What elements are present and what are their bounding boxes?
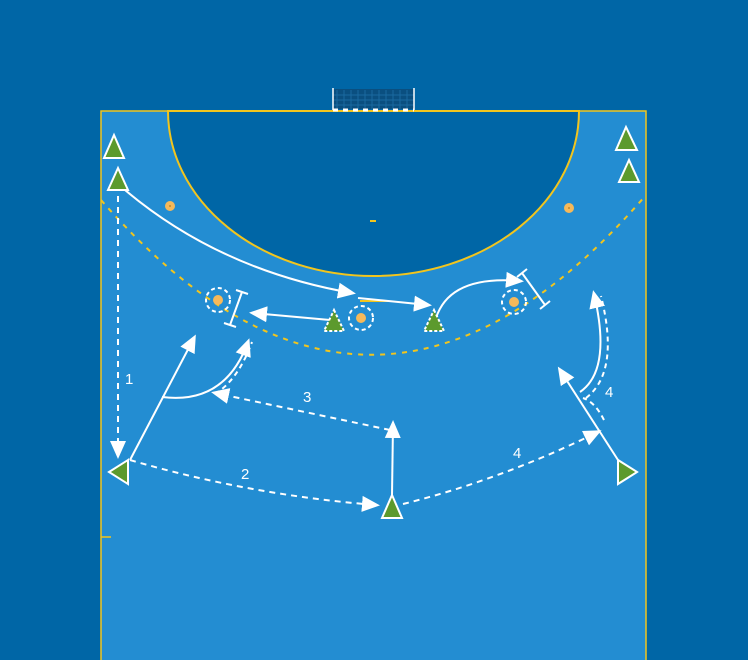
player-triangle (106, 165, 130, 191)
pass-arrow-3 (211, 388, 391, 431)
ball-held (205, 287, 231, 313)
player-triangle-dashed (322, 307, 346, 332)
goal-area (166, 110, 581, 277)
player-triangle (107, 458, 129, 486)
phase-label: 4 (605, 384, 613, 401)
goal (332, 88, 415, 112)
balls (165, 201, 574, 331)
ball-held (348, 305, 374, 331)
pass-arrow (357, 295, 432, 312)
ball-held (501, 289, 527, 315)
phase-label: 3 (303, 389, 311, 406)
player-triangle-dashed (422, 307, 446, 332)
players (102, 124, 641, 519)
free-throw-line (100, 194, 647, 356)
pass-arrow (124, 189, 356, 299)
ball (564, 203, 574, 213)
dribble-arrow (214, 341, 253, 395)
phase-label: 2 (241, 466, 249, 483)
run-arrow (161, 338, 251, 399)
player-triangle (614, 124, 639, 151)
run-arrow (384, 420, 401, 496)
block-symbol (516, 268, 551, 310)
player-triangle (617, 157, 641, 183)
pass-arrow-2 (129, 459, 380, 512)
dribble-arrow (582, 397, 605, 421)
dribble-arrow (585, 295, 609, 399)
pass-arrow (249, 306, 331, 323)
dribble-arrow (579, 290, 606, 393)
pass-arrow-4 (402, 430, 602, 505)
phase-label: 4 (513, 445, 521, 462)
player-triangle (102, 132, 126, 159)
ball (165, 201, 175, 211)
run-arrow (435, 271, 524, 319)
run-arrow (557, 366, 619, 461)
player-triangle (617, 458, 639, 486)
block-symbol (223, 289, 249, 328)
run-arrow (129, 334, 196, 461)
player-triangle (380, 492, 404, 519)
phase-label: 1 (125, 371, 133, 388)
